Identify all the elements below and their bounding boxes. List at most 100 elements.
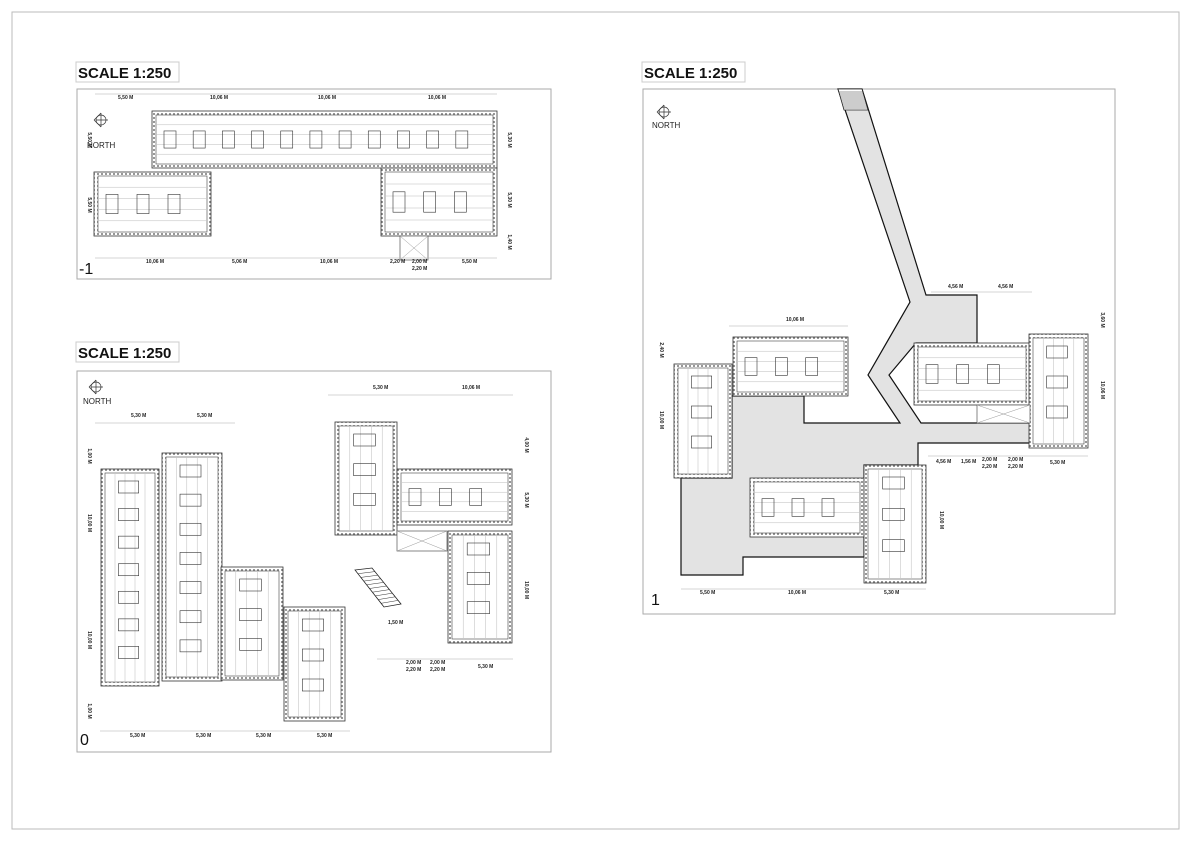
north-label: NORTH (652, 121, 681, 130)
room-module (749, 477, 865, 538)
furniture-icon (239, 638, 262, 651)
plan-title-level-0: SCALE 1:250 (75, 341, 180, 363)
dimension-label: 10,06 M (1099, 381, 1105, 399)
dimension-label: 5,30 M (478, 664, 493, 670)
dimension-label: 10,00 M (938, 511, 944, 529)
furniture-icon (167, 194, 181, 214)
dimension-label: 2,00 M (1008, 457, 1023, 463)
room-module (863, 464, 927, 584)
dimension-label: 5,50 M (462, 259, 477, 265)
furniture-icon (423, 191, 436, 213)
dimension-label: 2,20 M (1008, 464, 1023, 470)
dimension-label: 4,56 M (998, 284, 1013, 290)
dimension-label: 1,00 M (86, 703, 92, 718)
dimension-label: 1,00 M (86, 448, 92, 463)
north-label: NORTH (87, 141, 116, 150)
room-module (673, 363, 733, 479)
furniture-icon (118, 618, 140, 632)
dimension-label: 5,30 M (1050, 460, 1065, 466)
stair-icon (354, 567, 402, 608)
dimension-label: 5,30 M (256, 733, 271, 739)
dimension-label: 5,30 M (131, 413, 146, 419)
furniture-icon (775, 357, 788, 376)
furniture-icon (469, 488, 482, 506)
furniture-icon (179, 581, 202, 594)
elevator-shaft-icon (396, 530, 448, 552)
room-module (396, 468, 513, 526)
furniture-icon (118, 535, 140, 549)
dimension-label: 2,20 M (406, 667, 421, 673)
furniture-icon (280, 130, 294, 149)
furniture-icon (397, 130, 410, 149)
dimension-label: 4,00 M (523, 437, 529, 452)
furniture-icon (882, 508, 905, 521)
furniture-icon (118, 646, 140, 659)
north-arrow-icon (656, 104, 671, 120)
dimension-label: 2,20 M (412, 266, 427, 272)
dimension-label: 1,50 M (388, 620, 403, 626)
dimension-label: 10,06 M (210, 95, 228, 101)
furniture-icon (882, 539, 905, 552)
dimension-label: 2,20 M (982, 464, 997, 470)
elevator-shaft-icon (976, 404, 1031, 424)
svg-text:SCALE 1:250: SCALE 1:250 (78, 345, 171, 362)
furniture-icon (466, 542, 490, 556)
furniture-icon (426, 130, 439, 149)
furniture-icon (761, 498, 775, 517)
dimension-label: 10,00 M (658, 411, 664, 429)
room-module (151, 110, 498, 169)
dimension-label: 2,20 M (390, 259, 405, 265)
dimension-label: 2,20 M (430, 667, 445, 673)
level-number: 1 (651, 592, 660, 609)
furniture-icon (466, 572, 490, 585)
dimension-label: 5,50 M (86, 132, 92, 147)
furniture-icon (163, 130, 177, 149)
furniture-icon (691, 405, 713, 419)
elevator-shaft-icon (399, 235, 429, 261)
stair-run-icon (837, 88, 869, 111)
dimension-label: 10,06 M (428, 95, 446, 101)
svg-text:SCALE 1:250: SCALE 1:250 (644, 65, 737, 82)
furniture-icon (882, 476, 905, 490)
sheet-border (11, 11, 1180, 830)
furniture-icon (455, 130, 469, 149)
dimension-label: 5,06 M (232, 259, 247, 265)
room-module (1028, 333, 1089, 449)
furniture-icon (118, 508, 140, 521)
dimension-label: 5,30 M (523, 492, 529, 507)
furniture-icon (367, 130, 381, 149)
furniture-icon (805, 357, 818, 376)
dimension-label: 2,00 M (412, 259, 427, 265)
dimension-label: 10,06 M (462, 385, 480, 391)
furniture-icon (118, 563, 140, 577)
furniture-icon (744, 357, 758, 376)
furniture-icon (105, 194, 119, 214)
dimension-label: 1,40 M (506, 234, 512, 249)
furniture-icon (179, 464, 202, 478)
room-module (161, 452, 223, 682)
room-module (283, 606, 346, 722)
furniture-icon (301, 648, 324, 662)
north-label: NORTH (83, 397, 112, 406)
room-module (220, 566, 284, 681)
furniture-icon (466, 601, 490, 614)
dimension-label: 10,06 M (786, 317, 804, 323)
furniture-icon (118, 590, 140, 604)
furniture-icon (925, 364, 939, 384)
furniture-icon (179, 522, 202, 536)
dimension-label: 5,50 M (700, 590, 715, 596)
furniture-icon (353, 463, 376, 476)
level-number: 0 (80, 732, 89, 749)
furniture-icon (179, 552, 202, 565)
furniture-icon (691, 435, 713, 449)
furniture-icon (301, 618, 324, 632)
furniture-icon (691, 375, 713, 389)
furniture-icon (439, 488, 452, 506)
furniture-icon (392, 191, 406, 213)
furniture-icon (1046, 375, 1068, 389)
dimension-label: 4,56 M (948, 284, 963, 290)
room-module (334, 421, 398, 536)
room-module (100, 468, 160, 687)
room-module (447, 530, 513, 644)
